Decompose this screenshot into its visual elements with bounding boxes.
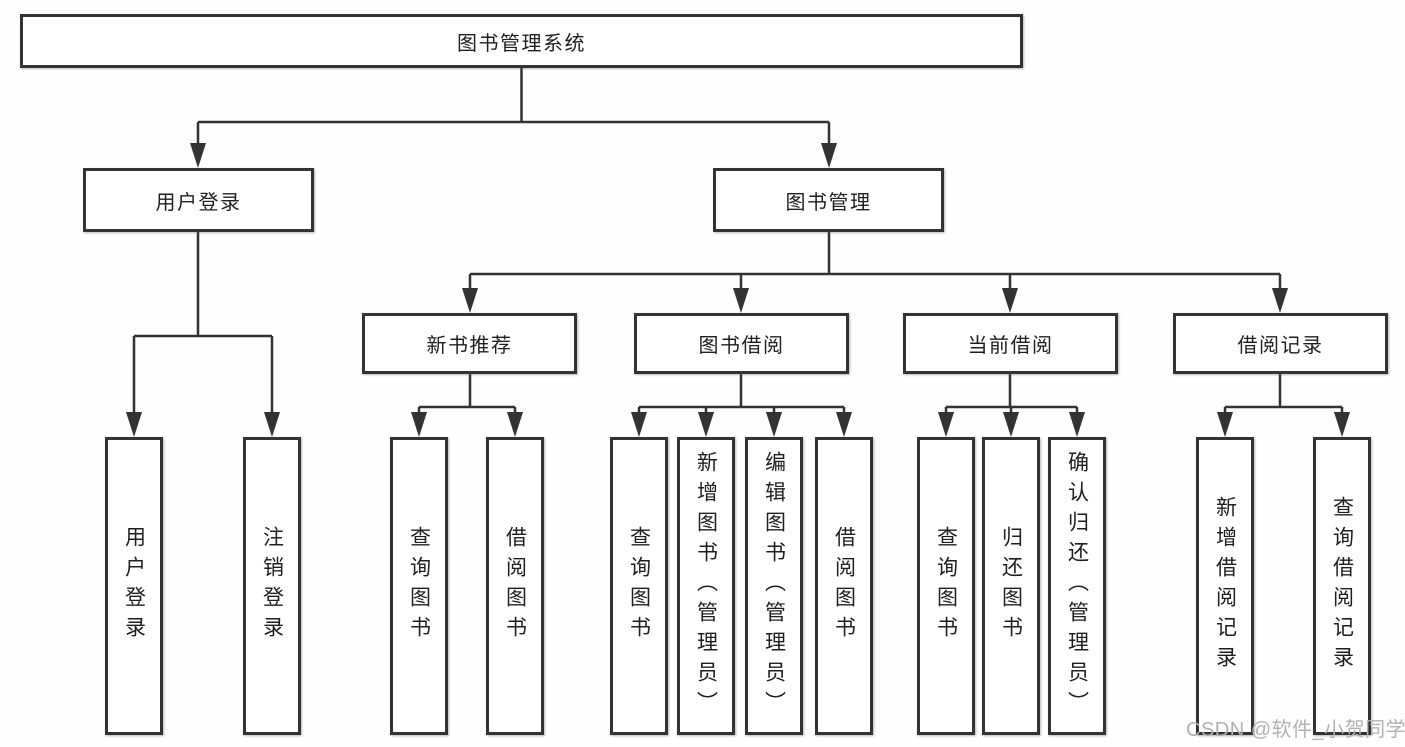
node-book-management: 图书管理 — [713, 168, 944, 232]
node-label: 当前借阅 — [967, 335, 1054, 357]
node-label: 新书推荐 — [426, 335, 513, 357]
leaf-recommend-borrow-books: 借阅图书 — [486, 437, 544, 735]
node-current-borrowing: 当前借阅 — [903, 313, 1118, 374]
leaf-label: 查询图书 — [934, 526, 958, 646]
leaf-label: 编辑图书（管理员） — [762, 451, 786, 721]
leaf-label: 借阅图书 — [503, 526, 527, 646]
node-book-borrowing: 图书借阅 — [634, 313, 849, 374]
node-borrow-records: 借阅记录 — [1173, 313, 1388, 374]
leaf-label: 查询借阅记录 — [1330, 496, 1354, 676]
connectors-book-borrow-children — [631, 371, 852, 437]
leaf-label: 借阅图书 — [832, 526, 856, 646]
leaf-records-add-record: 新增借阅记录 — [1196, 437, 1254, 735]
connectors-borrow-records-children — [1217, 371, 1350, 437]
connectors-root-to-level2 — [190, 65, 837, 168]
leaf-current-return-books: 归还图书 — [982, 437, 1040, 735]
leaf-logout: 注销登录 — [243, 437, 301, 735]
node-label: 图书管理系统 — [457, 32, 586, 55]
leaf-label: 用户登录 — [122, 526, 146, 646]
leaf-borrowing-query-books: 查询图书 — [610, 437, 668, 735]
leaf-label: 确认归还（管理员） — [1065, 451, 1089, 721]
leaf-borrowing-edit-books-admin: 编辑图书（管理员） — [745, 437, 803, 735]
leaf-borrowing-borrow-books: 借阅图书 — [815, 437, 873, 735]
leaf-current-confirm-return-admin: 确认归还（管理员） — [1048, 437, 1106, 735]
leaf-current-query-books: 查询图书 — [917, 437, 975, 735]
leaf-borrowing-add-books-admin: 新增图书（管理员） — [677, 437, 735, 735]
leaf-label: 新增借阅记录 — [1213, 496, 1237, 676]
leaf-records-query-record: 查询借阅记录 — [1313, 437, 1371, 735]
node-user-login: 用户登录 — [83, 168, 314, 232]
connectors-user-login-children — [126, 229, 280, 437]
node-label: 图书借阅 — [698, 335, 785, 357]
csdn-watermark: CSDN @软件_小贺同学 — [1186, 719, 1405, 741]
leaf-user-login: 用户登录 — [105, 437, 163, 735]
leaf-label: 查询图书 — [627, 526, 651, 646]
node-label: 借阅记录 — [1237, 335, 1324, 357]
leaf-recommend-query-books: 查询图书 — [390, 437, 448, 735]
leaf-label: 注销登录 — [260, 526, 284, 646]
connectors-current-borrow-children — [938, 371, 1085, 437]
connectors-new-books-children — [411, 371, 523, 437]
leaf-label: 归还图书 — [999, 526, 1023, 646]
connectors-book-mgmt-children — [462, 229, 1288, 313]
node-root-system: 图书管理系统 — [20, 14, 1023, 68]
leaf-label: 新增图书（管理员） — [694, 451, 718, 721]
node-label: 图书管理 — [785, 191, 872, 214]
leaf-label: 查询图书 — [407, 526, 431, 646]
node-label: 用户登录 — [155, 191, 242, 214]
node-new-book-recommend: 新书推荐 — [362, 313, 577, 374]
